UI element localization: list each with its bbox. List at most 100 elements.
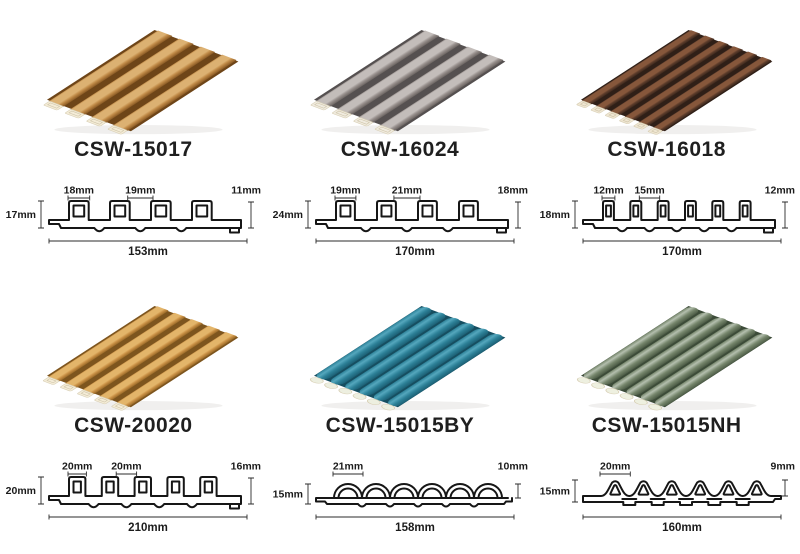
dimension-line (67, 195, 91, 201)
dim-right: 11mm (232, 185, 262, 197)
dim-bottom: 170mm (395, 246, 435, 258)
product-code: CSW-16024 (340, 138, 460, 161)
slat-end-cap (619, 116, 634, 124)
dimension-line (38, 476, 45, 505)
slat-end-hollow (636, 123, 645, 128)
slat (316, 307, 432, 380)
panel-shadow (588, 401, 757, 411)
dimension-line (48, 514, 248, 520)
panel-image (576, 305, 773, 411)
product-code: CSW-15015BY (325, 414, 475, 437)
slat-end-hollow (608, 112, 617, 117)
panel-3d (576, 29, 773, 135)
panel-image (44, 29, 239, 135)
product-code: CSW-16018 (607, 138, 726, 161)
slat (380, 54, 504, 131)
dimension-line (127, 195, 154, 201)
dim-top-1: 18mm (64, 185, 94, 197)
slat (359, 46, 482, 123)
product-code: CSW-20020 (74, 414, 193, 437)
slat (345, 317, 460, 391)
slat-end-hollow (650, 129, 660, 134)
slat-end-hollow (115, 404, 126, 409)
slat-end-cap (605, 387, 619, 395)
dimension-line (67, 471, 88, 477)
slat-end-hollow (378, 126, 392, 133)
dim-bottom: 160mm (662, 522, 702, 534)
slat-end-cap (633, 122, 648, 130)
slat-end-cap (60, 383, 77, 392)
profile-outline (581, 200, 776, 234)
dimension-line (781, 479, 788, 497)
panel-3d (44, 29, 239, 135)
slat (70, 38, 194, 115)
dim-right: 10mm (498, 461, 528, 473)
dim-top-2: 19mm (125, 185, 155, 197)
slat (611, 317, 727, 391)
slat-end-hollow (335, 110, 349, 117)
dimension-line (781, 201, 788, 229)
slat (92, 46, 216, 123)
dimension-line (514, 483, 521, 499)
slat-end-cap (44, 101, 64, 111)
dim-right: 12mm (764, 185, 794, 197)
dim-top-1: 20mm (600, 461, 630, 473)
slat (581, 30, 700, 105)
slat (640, 328, 755, 401)
dimension-line (599, 471, 631, 477)
slat (83, 319, 203, 394)
slat (597, 312, 713, 385)
slat-end-cap (381, 404, 395, 411)
panel-shadow (54, 401, 223, 411)
dim-top-2: 20mm (112, 461, 142, 473)
dim-bottom: 158mm (395, 522, 435, 534)
panel-shadow (588, 125, 757, 135)
panel-image (43, 305, 239, 411)
slat-end-cap (352, 393, 367, 400)
slat-end-cap (647, 127, 663, 135)
product-code: CSW-15017 (74, 138, 193, 161)
dimension-line (315, 514, 515, 520)
slat-end-cap (310, 101, 331, 111)
dimension-line (304, 483, 311, 505)
slat-end-hollow (314, 102, 328, 109)
slat (626, 323, 741, 396)
slat-end-hollow (63, 384, 75, 390)
slat-end-cap (590, 106, 605, 114)
slat-end-cap (108, 125, 128, 135)
panel-shadow (321, 401, 490, 411)
slat-end-cap (77, 389, 95, 398)
dimension-line (48, 238, 248, 244)
slat (596, 35, 714, 110)
panel-3d (576, 305, 773, 411)
dim-left: 17mm (6, 209, 36, 221)
slat-end-cap (338, 387, 353, 395)
slat-end-cap (86, 117, 107, 127)
dimension-line (38, 200, 45, 229)
dimension-line (248, 477, 255, 505)
profile-outline (48, 200, 243, 234)
slat-end-cap (604, 111, 620, 119)
dimension-line (514, 201, 521, 229)
slat (624, 46, 743, 121)
slat-end-cap (111, 402, 129, 411)
slat (331, 312, 446, 385)
slat-end-hollow (68, 110, 82, 117)
slat (117, 332, 238, 407)
slat-end-cap (590, 382, 605, 389)
slat-end-cap (374, 125, 395, 135)
dim-left: 24mm (273, 209, 303, 221)
slat-end-cap (353, 117, 373, 127)
slat (316, 30, 439, 107)
slat-end-hollow (46, 378, 57, 384)
dimension-line (638, 195, 660, 201)
